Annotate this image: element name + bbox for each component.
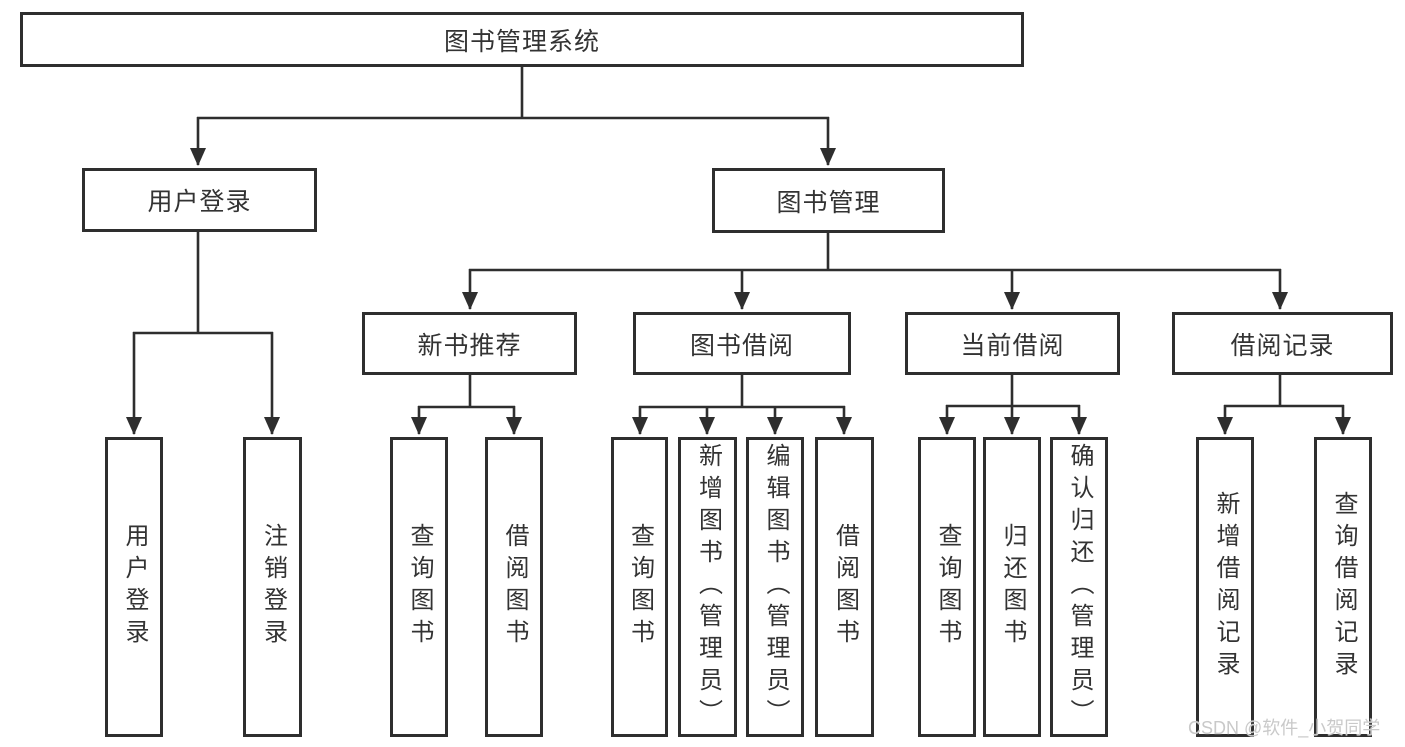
leaf-bb-add-book-label: 新增图书（管理员） bbox=[694, 443, 722, 731]
node-borrow-records: 借阅记录 bbox=[1172, 312, 1393, 375]
leaf-nb-borrow-books: 借阅图书 bbox=[485, 437, 543, 737]
leaf-user-login-label: 用户登录 bbox=[121, 523, 148, 651]
leaf-bb-query-books: 查询图书 bbox=[611, 437, 668, 737]
leaf-nb-borrow-books-label: 借阅图书 bbox=[501, 523, 528, 651]
leaf-cb-return-books: 归还图书 bbox=[983, 437, 1041, 737]
leaf-bb-edit-book-label: 编辑图书（管理员） bbox=[762, 443, 789, 731]
leaf-bb-borrow-books-label: 借阅图书 bbox=[831, 523, 859, 651]
leaf-logout: 注销登录 bbox=[243, 437, 302, 737]
leaf-br-add-record: 新增借阅记录 bbox=[1196, 437, 1254, 737]
node-root: 图书管理系统 bbox=[20, 12, 1024, 67]
leaf-bb-add-book: 新增图书（管理员） bbox=[678, 437, 737, 737]
leaf-cb-query-books: 查询图书 bbox=[918, 437, 976, 737]
node-book-borrow: 图书借阅 bbox=[633, 312, 851, 375]
node-new-book-recommend: 新书推荐 bbox=[362, 312, 577, 375]
leaf-cb-query-books-label: 查询图书 bbox=[934, 523, 961, 651]
node-current-borrow-label: 当前借阅 bbox=[960, 331, 1065, 360]
node-book-management: 图书管理 bbox=[712, 168, 945, 233]
node-current-borrow: 当前借阅 bbox=[905, 312, 1120, 375]
leaf-nb-query-books-label: 查询图书 bbox=[406, 523, 433, 651]
node-book-management-label: 图书管理 bbox=[776, 188, 881, 217]
watermark: CSDN @软件_小贺同学 bbox=[1188, 718, 1381, 738]
leaf-cb-return-books-label: 归还图书 bbox=[999, 523, 1026, 651]
leaf-cb-confirm-return-label: 确认归还（管理员） bbox=[1066, 443, 1093, 731]
node-root-label: 图书管理系统 bbox=[443, 27, 600, 56]
leaf-nb-query-books: 查询图书 bbox=[390, 437, 448, 737]
leaf-bb-query-books-label: 查询图书 bbox=[626, 523, 654, 651]
node-book-borrow-label: 图书借阅 bbox=[689, 331, 794, 360]
node-new-book-recommend-label: 新书推荐 bbox=[417, 331, 522, 360]
node-user-login: 用户登录 bbox=[82, 168, 317, 232]
leaf-logout-label: 注销登录 bbox=[259, 523, 287, 651]
leaf-br-query-record: 查询借阅记录 bbox=[1314, 437, 1372, 737]
leaf-user-login: 用户登录 bbox=[105, 437, 163, 737]
leaf-bb-edit-book: 编辑图书（管理员） bbox=[746, 437, 804, 737]
leaf-br-add-record-label: 新增借阅记录 bbox=[1212, 491, 1239, 683]
node-borrow-records-label: 借阅记录 bbox=[1230, 331, 1335, 360]
leaf-br-query-record-label: 查询借阅记录 bbox=[1330, 491, 1357, 683]
leaf-cb-confirm-return: 确认归还（管理员） bbox=[1050, 437, 1108, 737]
node-user-login-label: 用户登录 bbox=[147, 188, 252, 216]
leaf-bb-borrow-books: 借阅图书 bbox=[815, 437, 874, 737]
